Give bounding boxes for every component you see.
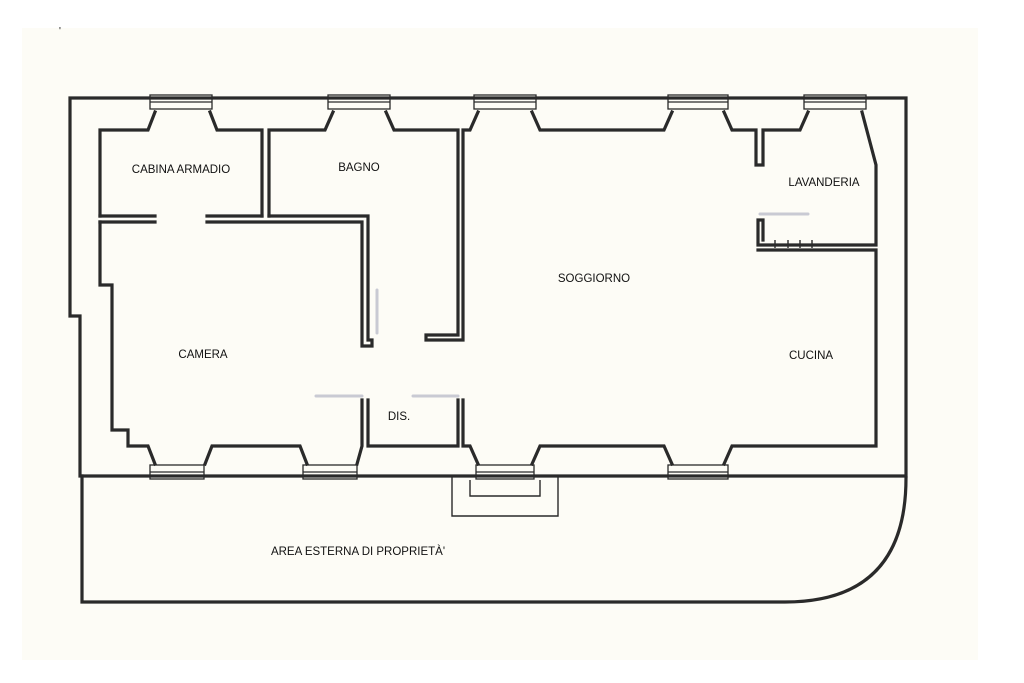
room-label-disimpegno: DIS. xyxy=(388,411,410,423)
room-label-cucina: CUCINA xyxy=(789,350,833,362)
window xyxy=(149,464,205,480)
window xyxy=(149,94,213,110)
lavanderia-threshold xyxy=(774,240,813,248)
window xyxy=(667,94,729,110)
interior-walls xyxy=(98,109,878,467)
room-label-soggiorno: SOGGIORNO xyxy=(558,273,630,285)
room-label-cabina-armadio: CABINA ARMADIO xyxy=(132,164,230,176)
corner-mark: ' xyxy=(59,26,61,37)
windows xyxy=(149,94,867,480)
outer-walls xyxy=(68,96,908,478)
window xyxy=(302,464,358,480)
room-labels: CABINA ARMADIO BAGNO SOGGIORNO LAVANDERI… xyxy=(132,162,860,558)
door-openings xyxy=(314,212,810,398)
room-label-lavanderia: LAVANDERIA xyxy=(788,177,859,189)
room-label-area-esterna: AREA ESTERNA DI PROPRIETÀ' xyxy=(271,545,445,558)
window xyxy=(327,94,391,110)
exterior-area-boundary xyxy=(80,474,908,604)
plan-background xyxy=(22,28,978,660)
window xyxy=(803,94,867,110)
window xyxy=(667,464,729,480)
window xyxy=(473,94,537,110)
room-label-camera: CAMERA xyxy=(178,349,228,361)
window xyxy=(475,464,535,480)
room-label-bagno: BAGNO xyxy=(338,162,380,174)
